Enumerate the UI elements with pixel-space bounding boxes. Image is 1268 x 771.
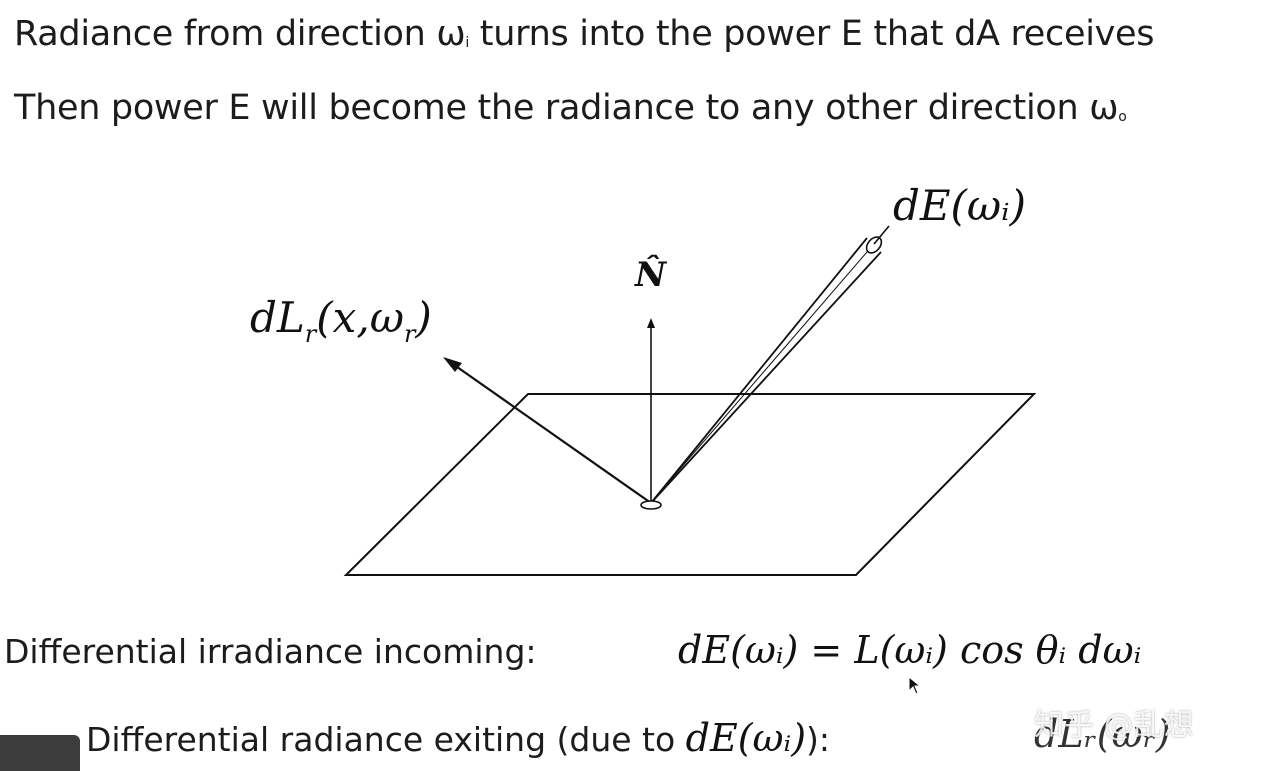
surface-plane — [343, 393, 1037, 576]
outgoing-label-close: ) — [414, 293, 431, 342]
outgoing-label-main: dL — [250, 293, 305, 342]
header-line-1: Radiance from direction ωi turns into th… — [14, 14, 1155, 54]
radiance-formula: dLᵣ(ωᵣ) — [1034, 712, 1171, 756]
radiance-label-suffix: ): — [806, 720, 831, 759]
incoming-cone-edge-right — [650, 251, 882, 504]
normal-label: N̂ — [634, 254, 668, 295]
incoming-label-leader — [873, 225, 890, 245]
irradiance-label: Differential irradiance incoming: — [4, 632, 537, 671]
outgoing-radiance-label: dLr(x,ωr) — [250, 293, 432, 348]
outgoing-arrowhead — [443, 357, 462, 372]
omega-o-symbol: ω — [1089, 88, 1119, 128]
outgoing-label-args: (x,ω — [316, 293, 404, 342]
omega-i-symbol: ω — [436, 14, 466, 54]
incoming-cone-edge-left — [650, 237, 868, 504]
header-line-2: Then power E will become the radiance to… — [14, 88, 1127, 128]
zhihu-watermark: 知乎 @乱想 — [1034, 708, 1194, 743]
line2-text: Then power E will become the radiance to… — [14, 88, 1090, 128]
omega-i-subscript: i — [465, 35, 469, 51]
incoming-cone-center — [654, 244, 874, 499]
irradiance-formula: dE(ωᵢ) = L(ωᵢ) cos θᵢ dωᵢ — [678, 628, 1142, 672]
outgoing-label-sub2: r — [404, 320, 417, 348]
outgoing-radiance-arrow — [449, 361, 652, 504]
radiance-label-prefix: Differential radiance exiting (due to — [86, 720, 686, 759]
normal-arrowhead — [647, 318, 655, 328]
outgoing-label-sub: r — [305, 320, 318, 348]
line1-rest: turns into the power E that dA receives — [468, 14, 1155, 54]
radiance-label: Differential radiance exiting (due to dE… — [86, 716, 830, 760]
radiance-label-math: dE(ωᵢ) — [685, 716, 807, 760]
video-thumbnail-corner — [0, 735, 80, 771]
incoming-irradiance-label: dE(ωᵢ) — [893, 181, 1026, 230]
mouse-cursor-icon — [908, 676, 922, 695]
surface-patch-dA — [640, 500, 662, 510]
line1-text: Radiance from direction — [14, 14, 437, 54]
omega-o-subscript: o — [1118, 109, 1127, 125]
